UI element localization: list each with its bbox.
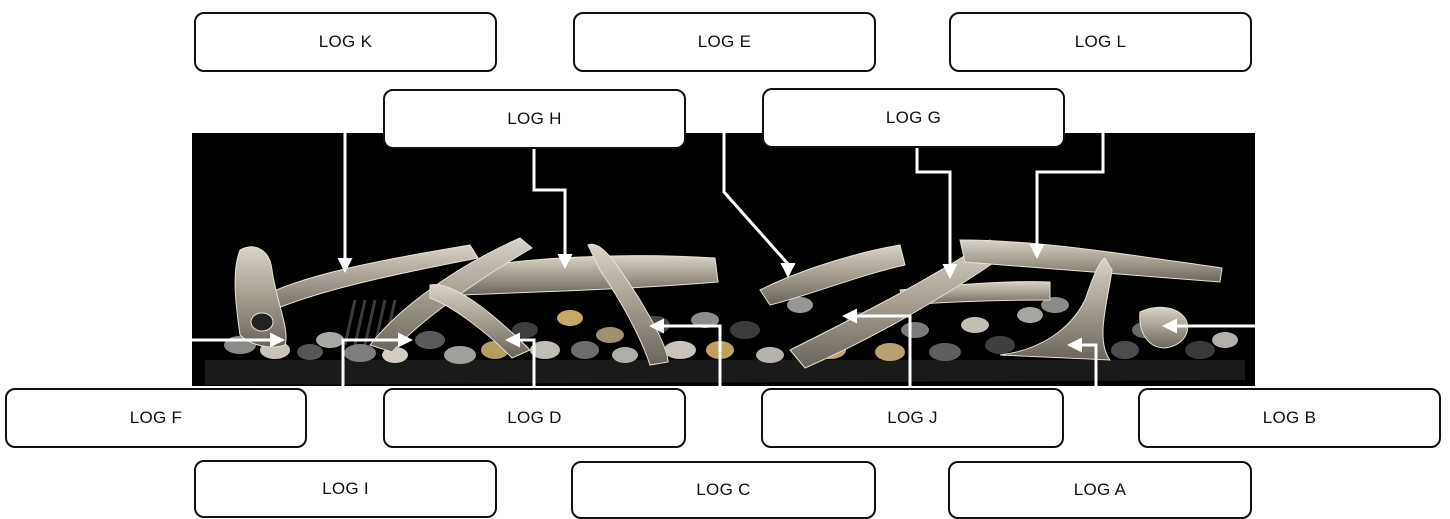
label-log-g: LOG G [762, 88, 1065, 148]
firebox-floor [205, 360, 1245, 385]
leader-log-j [842, 308, 912, 388]
log-h-shape [459, 255, 719, 296]
leader-log-b [1162, 318, 1291, 388]
leader-log-e [722, 72, 796, 278]
leader-log-g [915, 148, 958, 279]
label-log-a: LOG A [948, 461, 1252, 519]
label-log-k: LOG K [194, 12, 497, 72]
label-log-h: LOG H [383, 89, 686, 149]
label-log-l: LOG L [949, 12, 1252, 72]
leader-lines [153, 72, 1291, 462]
log-e-shape [759, 244, 906, 306]
leader-log-c [649, 318, 722, 462]
label-log-b: LOG B [1138, 388, 1441, 448]
leader-log-i [341, 332, 413, 462]
log-a-shape [999, 257, 1113, 361]
label-log-e: LOG E [573, 12, 876, 72]
leader-log-h [532, 148, 573, 269]
label-log-i: LOG I [194, 460, 497, 518]
leader-log-d [505, 332, 536, 388]
leader-log-l [1029, 72, 1105, 259]
label-log-f: LOG F [5, 388, 307, 448]
leader-log-a [1067, 337, 1098, 462]
label-log-d: LOG D [383, 388, 686, 448]
label-log-c: LOG C [571, 461, 876, 519]
label-log-j: LOG J [761, 388, 1064, 448]
log-c-shape [587, 243, 669, 366]
leader-log-f [153, 332, 285, 388]
log-k-shape [254, 244, 479, 316]
